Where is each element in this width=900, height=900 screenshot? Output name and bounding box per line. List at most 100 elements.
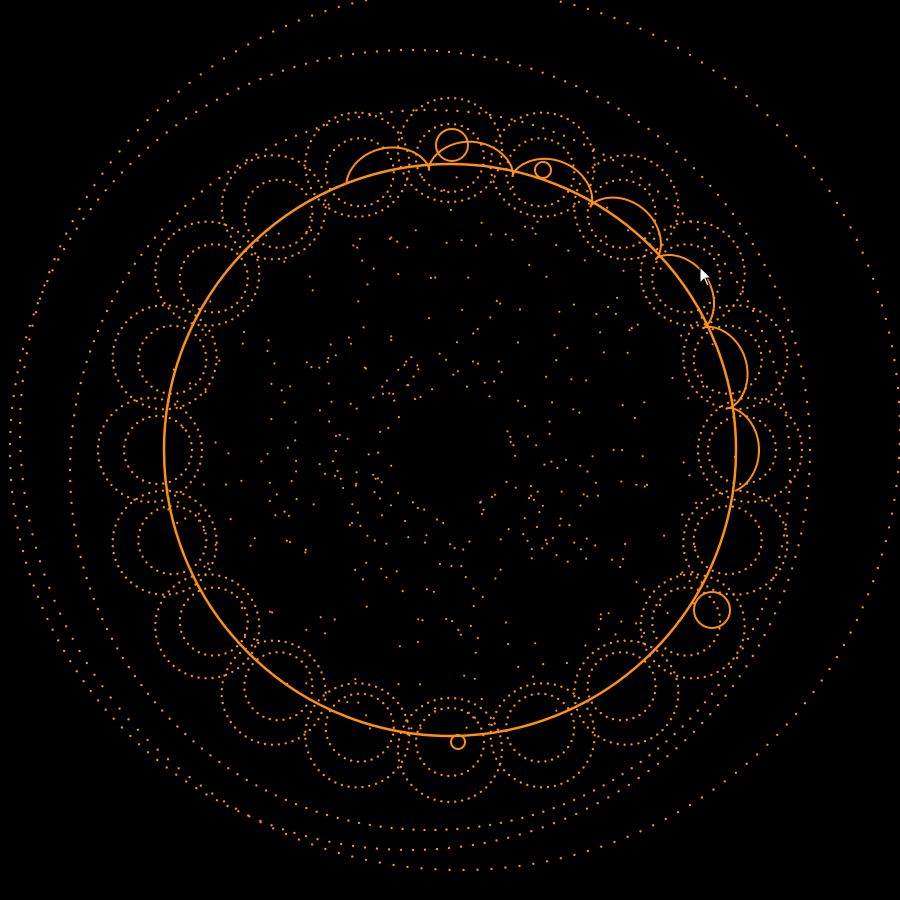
trail-dot <box>800 532 803 535</box>
trail-dot <box>275 178 278 181</box>
trail-dot <box>313 723 316 727</box>
trail-dot <box>509 154 512 157</box>
trail-dot <box>779 490 782 494</box>
trail-dot <box>120 726 124 729</box>
scatter-dot <box>523 517 526 520</box>
scatter-dot <box>567 249 570 252</box>
trail-dot <box>284 256 287 260</box>
trail-dot <box>210 243 214 246</box>
scatter-dot <box>472 605 475 608</box>
trail-dot <box>476 760 480 763</box>
trail-dot <box>700 336 704 339</box>
trail-dot <box>426 701 430 704</box>
trail-dot <box>739 407 742 411</box>
scatter-dot <box>312 503 315 506</box>
scatter-dot <box>630 327 633 330</box>
trail-dot <box>778 515 782 518</box>
trail-dot <box>162 506 165 509</box>
trail-dot <box>510 819 513 822</box>
trail-dot <box>682 359 685 362</box>
trail-dot <box>447 190 450 194</box>
trail-dot <box>572 177 575 181</box>
trail-dot <box>178 273 182 277</box>
trail-dot <box>254 252 257 255</box>
trail-dot <box>415 744 418 747</box>
trail-dot <box>188 81 191 85</box>
trail-dot <box>643 740 647 743</box>
scatter-dot <box>265 234 268 237</box>
trail-dot <box>178 280 182 283</box>
trail-dot <box>284 138 288 142</box>
trail-dot <box>262 715 265 718</box>
trail-dot <box>785 723 788 726</box>
scatter-dot <box>396 240 399 243</box>
scatter-dot <box>507 643 510 646</box>
trail-dot <box>291 643 294 646</box>
trail-dot <box>257 156 260 159</box>
trail-dot <box>603 644 606 647</box>
trail-dot <box>110 413 113 417</box>
trail-dot <box>311 212 314 215</box>
trail-dot <box>184 225 187 228</box>
trail-dot <box>408 734 411 737</box>
scatter-dot <box>535 444 538 447</box>
trail-dot <box>702 472 705 475</box>
trail-dot <box>657 312 661 315</box>
trail-dot <box>788 468 792 472</box>
trail-dot <box>236 645 239 648</box>
trail-dot <box>391 733 395 736</box>
trail-dot <box>573 726 576 729</box>
trail-dot <box>530 759 533 762</box>
trail-dot <box>576 708 579 711</box>
trail-dot <box>473 794 477 797</box>
scatter-dot <box>583 259 586 262</box>
trail-dot <box>309 710 313 714</box>
trail-dot <box>700 61 704 64</box>
trail-dot <box>223 189 226 192</box>
trail-dot <box>211 792 214 795</box>
trail-dot <box>705 331 709 335</box>
trail-dot <box>246 620 249 623</box>
trail-dot <box>710 483 713 487</box>
trail-dot <box>389 739 393 743</box>
scatter-dot <box>604 235 608 238</box>
trail-dot <box>653 691 657 695</box>
trail-dot <box>399 131 403 135</box>
trail-dot <box>309 140 313 143</box>
trail-dot <box>310 691 313 695</box>
trail-dot <box>361 111 364 115</box>
scatter-dot <box>327 203 330 206</box>
trail-dot <box>247 814 250 817</box>
trail-dot <box>611 652 615 655</box>
trail-dot <box>402 772 405 775</box>
trail-dot <box>270 258 274 261</box>
trail-dot <box>224 576 228 579</box>
trail-dot <box>570 184 573 187</box>
scatter-dot <box>572 303 576 306</box>
scatter-dot <box>614 312 618 316</box>
trail-dot <box>199 504 202 507</box>
trail-dot <box>550 758 554 761</box>
trail-dot <box>270 639 274 642</box>
trail-dot <box>509 710 512 713</box>
trail-dot <box>120 171 124 174</box>
trail-dot <box>760 607 764 611</box>
trail-dot <box>586 656 589 659</box>
trail-dot <box>242 235 245 238</box>
trail-dot <box>184 204 187 208</box>
scatter-dot <box>407 536 410 539</box>
trail-dot <box>707 445 710 448</box>
trail-dot <box>663 581 666 584</box>
trail-dot <box>564 817 567 820</box>
trail-dot <box>582 662 585 665</box>
trail-dot <box>262 182 265 185</box>
scatter-dot <box>401 590 404 593</box>
trail-dot <box>34 311 38 314</box>
trail-dot <box>295 713 298 717</box>
trail-dot <box>250 651 254 654</box>
trail-dot <box>182 603 186 607</box>
trail-dot <box>751 627 755 631</box>
trail-dot <box>28 573 31 576</box>
trail-dot <box>250 598 254 601</box>
